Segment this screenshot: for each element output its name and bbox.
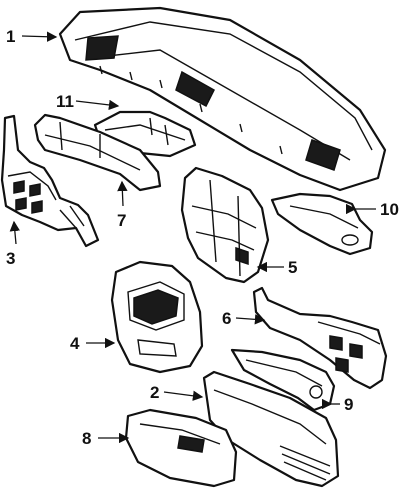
- callout-2: 2: [150, 383, 159, 402]
- part-lower-brace: [252, 286, 388, 390]
- part-center-support: [180, 166, 270, 284]
- part-left-bracket: [0, 114, 100, 248]
- callout-11: 11: [56, 92, 74, 111]
- callout-4: 4: [70, 334, 80, 353]
- callout-6: 6: [222, 309, 231, 328]
- part-center-bezel: [110, 260, 204, 374]
- callout-5: 5: [288, 258, 297, 277]
- part-support-brace: [33, 113, 162, 192]
- part-right-bracket: [270, 192, 374, 256]
- callout-9: 9: [344, 395, 353, 414]
- callout-8: 8: [82, 429, 91, 448]
- callout-7: 7: [117, 211, 126, 230]
- part-instrument-panel: [58, 6, 387, 192]
- callout-10: 10: [380, 200, 399, 219]
- callout-1: 1: [6, 27, 15, 46]
- part-glove-box-bin: [124, 408, 238, 488]
- callout-3: 3: [6, 249, 15, 268]
